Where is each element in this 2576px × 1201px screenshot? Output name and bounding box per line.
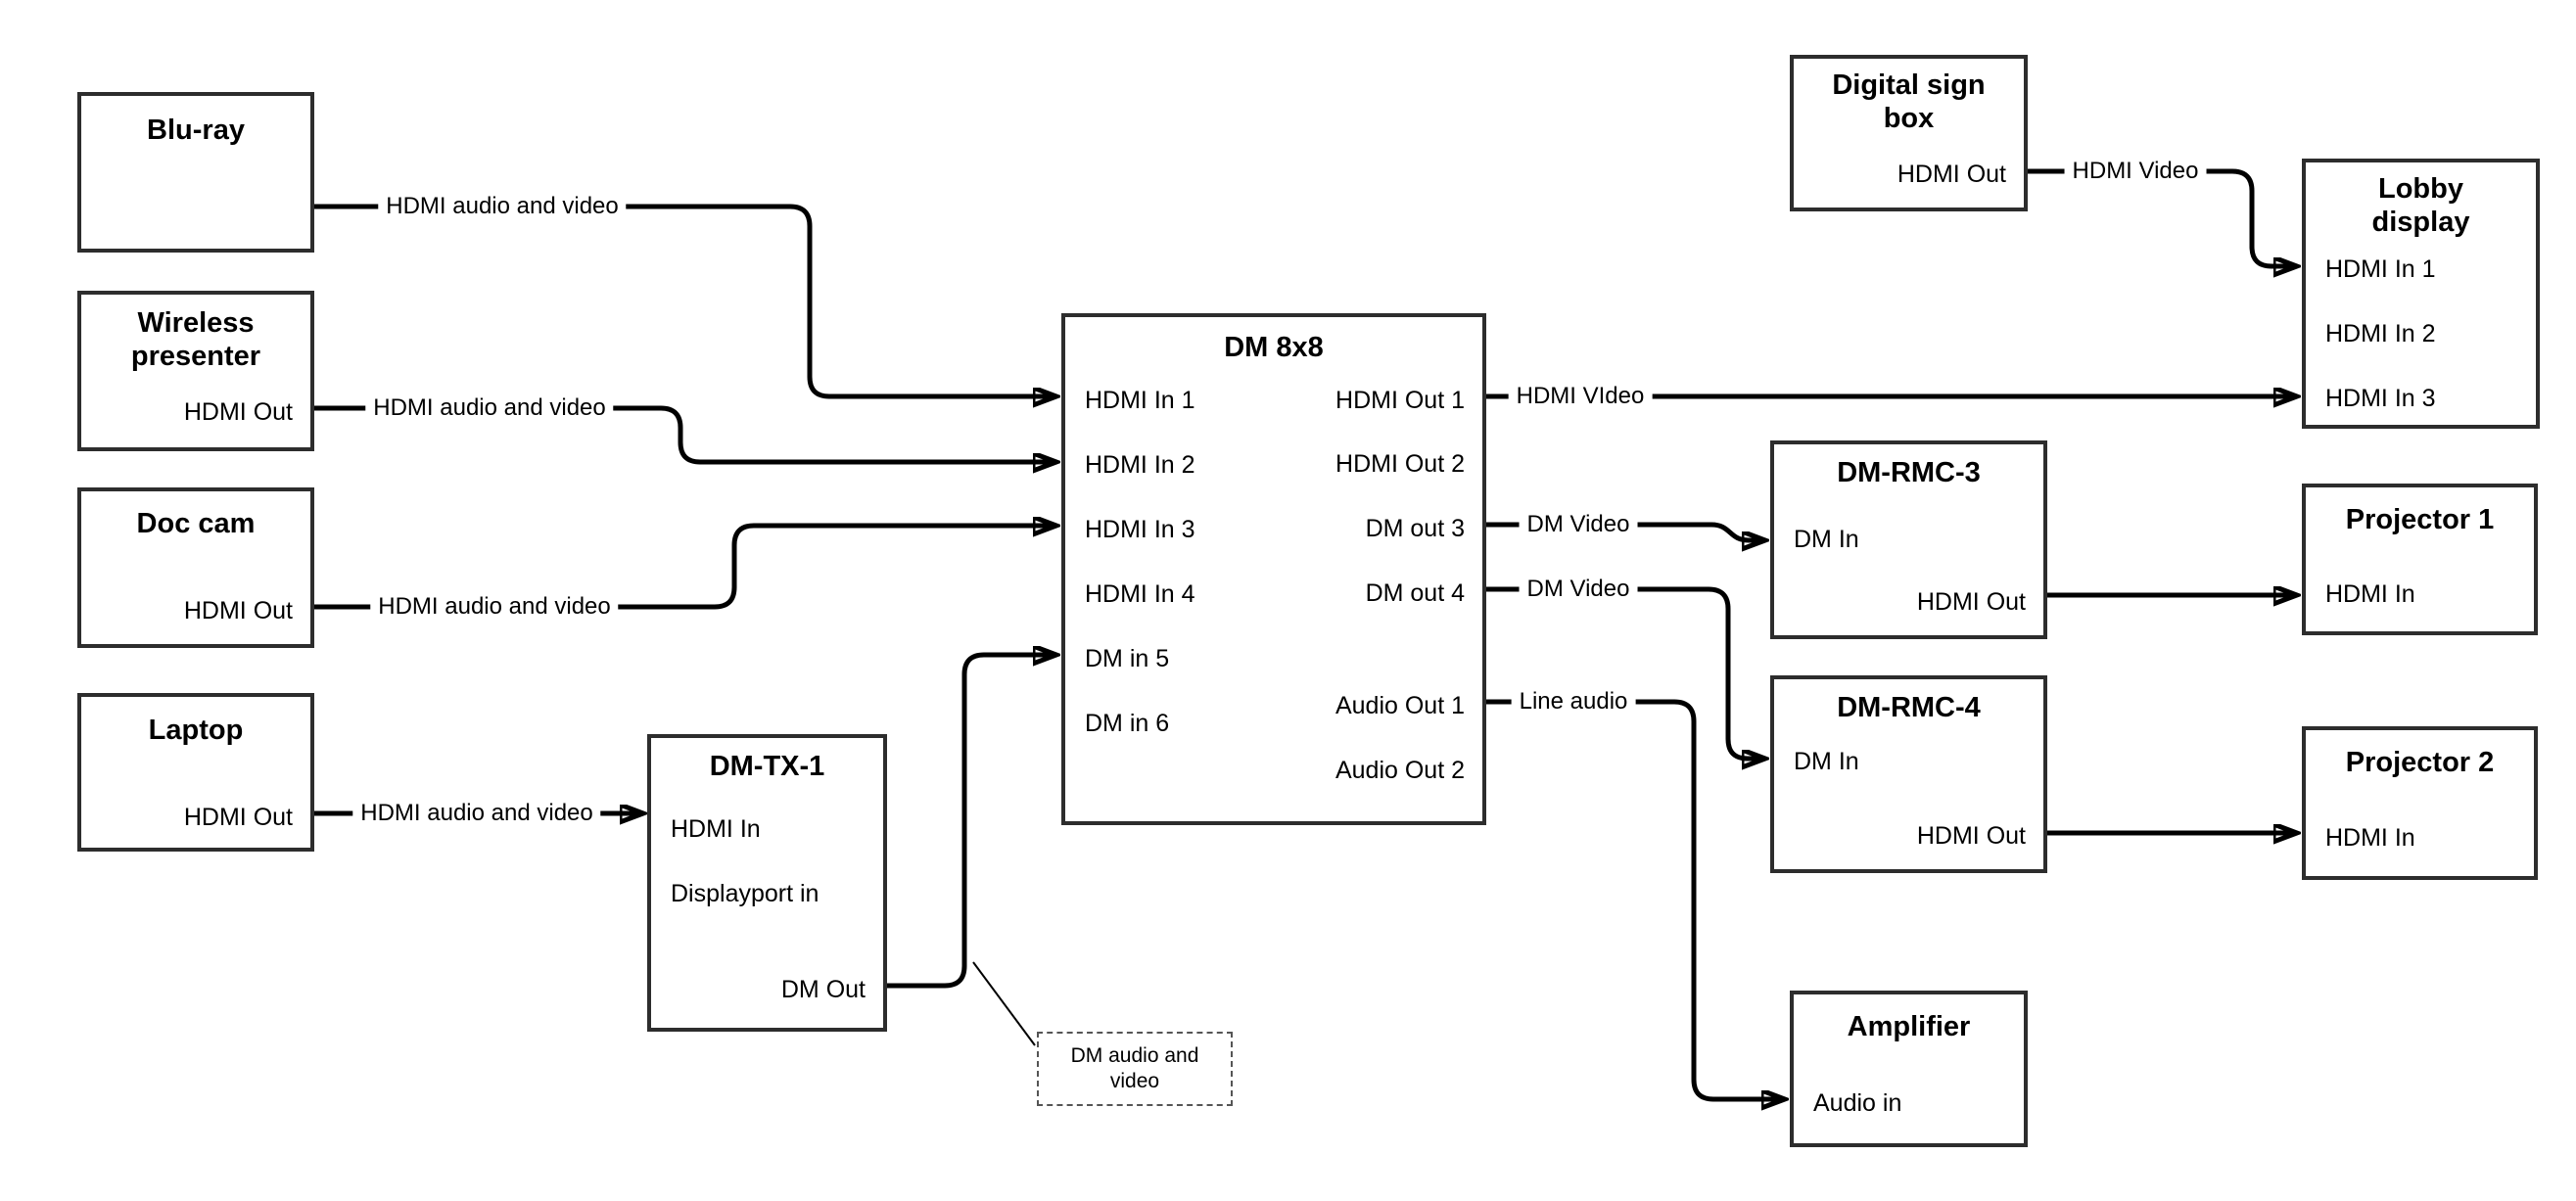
edge-label-dm-video: DM Video [1519,575,1638,604]
node-title: Laptop [148,715,244,746]
node-title: Doc cam [136,508,256,539]
port-hdmi-in-3: HDMI In 3 [1085,516,1195,543]
port-dm-out-3: DM out 3 [1365,515,1465,542]
edge-digitalsign-to-lobby-in1 [2028,168,2297,266]
node-bluray: Blu-ray HDMI Out [77,92,314,316]
port-hdmi-in: HDMI In [2325,824,2415,852]
node-dm-8x8: DM 8x8 HDMI In 1 HDMI In 2 HDMI In 3 HDM… [1061,313,1486,825]
port-dm-out-4: DM out 4 [1365,579,1465,607]
port-hdmi-in-1: HDMI In 1 [1085,387,1195,414]
note-dm-audio-and-video: DM audio and video [1037,1032,1233,1106]
node-title: DM-RMC-3 [1837,457,1981,488]
port-hdmi-out: HDMI Out [1897,161,2006,188]
port-hdmi-out-2: HDMI Out 2 [1335,450,1465,478]
edge-label-hdmi-video: HDMI Video [2064,157,2207,186]
port-audio-out-2: Audio Out 2 [1335,757,1465,784]
edge-dm8x8-out4-to-rmc4-dm-in [1486,586,1765,759]
note-leader-line [972,961,1036,1046]
port-hdmi-in: HDMI In [2325,580,2415,608]
node-dm-rmc-4: DM-RMC-4 DM In HDMI Out [1770,675,2047,873]
edge-bluray-to-dm8x8-in1 [313,204,1056,396]
node-lobby-display: Lobby display HDMI In 1 HDMI In 2 HDMI I… [2302,159,2540,429]
node-title: DM-TX-1 [709,751,825,782]
node-title: DM-RMC-4 [1837,692,1981,723]
port-dm-in-5: DM in 5 [1085,645,1170,672]
edge-label-hdmi-audio-video: HDMI audio and video [370,592,619,622]
port-displayport-in: Displayport in [671,880,820,907]
edge-dmtx1-to-dm8x8-in5 [887,655,1056,989]
edge-label-hdmi-audio-video: HDMI audio and video [352,799,601,828]
port-audio-out-1: Audio Out 1 [1335,692,1465,719]
node-title: Blu-ray [147,115,245,146]
port-hdmi-out: HDMI Out [183,804,293,831]
port-dm-in: DM In [1794,748,1859,775]
edge-dm8x8-out3-to-rmc3-dm-in [1486,522,1765,540]
node-digital-sign-box: Digital sign box HDMI Out [1790,55,2028,211]
node-dm-rmc-3: DM-RMC-3 DM In HDMI Out [1770,440,2047,639]
node-title: DM 8x8 [1224,332,1324,363]
edge-doccam-to-dm8x8-in3 [313,526,1056,610]
port-hdmi-in-2: HDMI In 2 [1085,451,1195,479]
node-title: Projector 1 [2345,504,2495,535]
port-dm-out: DM Out [780,976,866,1003]
port-hdmi-in-2: HDMI In 2 [2325,320,2436,347]
node-laptop: Laptop HDMI Out [77,693,314,852]
node-title: Projector 2 [2345,747,2495,778]
node-title: Amplifier [1847,1011,1971,1042]
node-projector-2: Projector 2 HDMI In [2302,726,2538,880]
edge-label-hdmi-audio-video: HDMI audio and video [365,393,614,423]
node-title: Digital sign box [1832,69,1986,134]
port-hdmi-out: HDMI Out [1916,822,2026,850]
port-hdmi-out: HDMI Out [1916,588,2026,616]
port-hdmi-in-4: HDMI In 4 [1085,580,1195,608]
port-hdmi-in-3: HDMI In 3 [2325,385,2436,412]
port-hdmi-in: HDMI In [671,815,761,843]
port-hdmi-in-1: HDMI In 1 [2325,255,2436,283]
node-projector-1: Projector 1 HDMI In [2302,484,2538,635]
port-hdmi-out: HDMI Out [183,398,293,426]
port-dm-in-6: DM in 6 [1085,710,1170,737]
port-hdmi-out: HDMI Out [183,597,293,624]
node-amplifier: Amplifier Audio in [1790,991,2028,1147]
edge-label-hdmi-video: HDMI VIdeo [1508,382,1653,411]
node-wireless-presenter: Wireless presenter HDMI Out [77,291,314,451]
port-hdmi-out-1: HDMI Out 1 [1335,387,1465,414]
edge-dm8x8-aout1-to-amp-audio-in [1486,699,1785,1099]
node-title: Wireless presenter [130,307,261,372]
edge-label-line-audio: Line audio [1511,687,1636,716]
edge-label-dm-video: DM Video [1519,510,1638,539]
node-dm-tx-1: DM-TX-1 HDMI In Displayport in DM Out [647,734,887,1032]
port-dm-in: DM In [1794,526,1859,553]
edge-label-hdmi-audio-video: HDMI audio and video [378,192,627,221]
node-title: Lobby display [2371,173,2470,238]
edge-wireless-to-dm8x8-in2 [313,405,1056,462]
node-doc-cam: Doc cam HDMI Out [77,487,314,648]
port-audio-in: Audio in [1813,1089,1902,1117]
